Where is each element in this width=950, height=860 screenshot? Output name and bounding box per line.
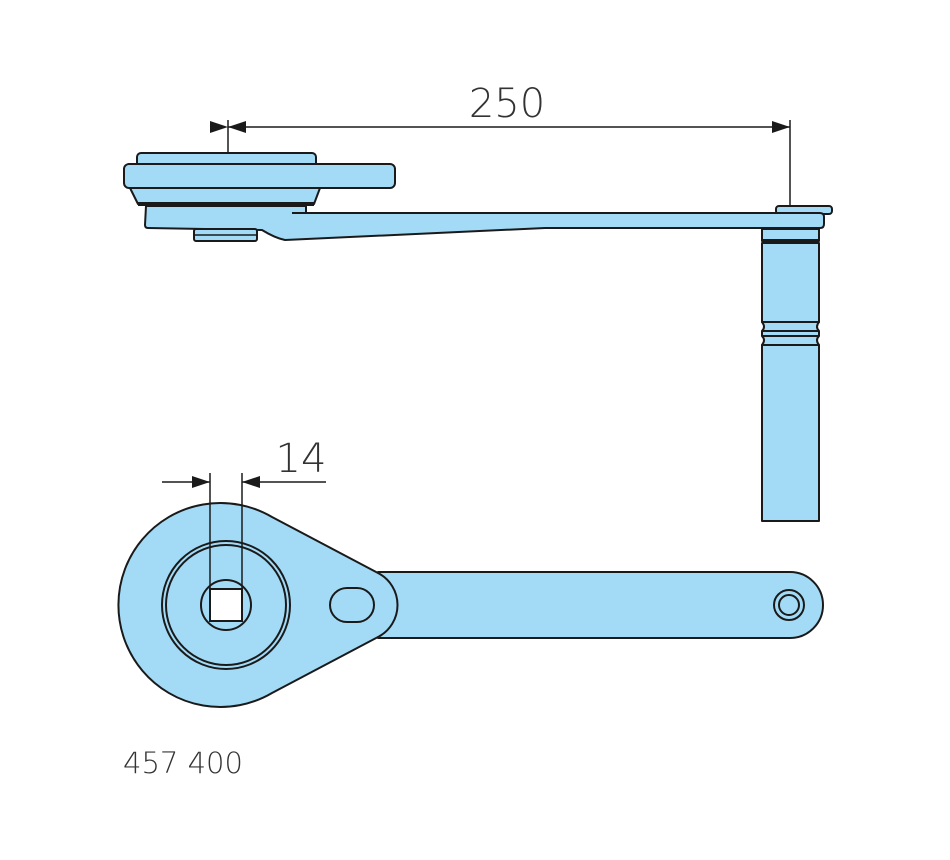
square-drive-hole <box>209 588 243 622</box>
head-collar <box>129 187 321 205</box>
top-view <box>117 502 824 708</box>
dimension-square-label: 14 <box>276 436 327 482</box>
lever-arm-top <box>377 571 824 639</box>
side-view <box>123 152 833 522</box>
dimension-length-label: 250 <box>469 81 545 127</box>
part-number: 457 400 <box>123 746 243 780</box>
dimension-14: 14 <box>162 436 326 589</box>
crank-handle <box>761 228 820 522</box>
slot <box>329 587 375 623</box>
lever-arm-side <box>144 205 825 241</box>
collar-band <box>138 202 314 206</box>
ratchet-plate <box>123 163 396 189</box>
pivot-inner <box>778 594 800 616</box>
dimension-250: 250 <box>210 81 791 206</box>
